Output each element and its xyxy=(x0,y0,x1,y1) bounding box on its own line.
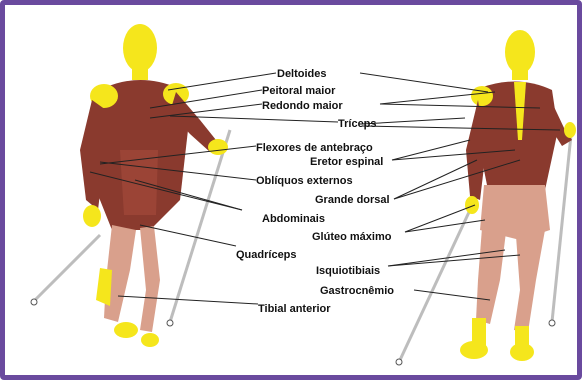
front-right-leg xyxy=(140,226,160,332)
back-left-leg xyxy=(476,228,506,324)
label-gastrocnemio: Gastrocnêmio xyxy=(320,285,394,297)
label-flexores-de-antebraco: Flexores de antebraço xyxy=(256,142,373,154)
label-quadriceps: Quadríceps xyxy=(236,249,297,261)
back-ski-pole-right xyxy=(552,125,572,322)
back-figure xyxy=(396,30,576,365)
front-head xyxy=(123,24,157,72)
back-right-leg xyxy=(514,230,545,332)
label-eretor-espinal: Eretor espinal xyxy=(310,156,383,168)
label-isquiotibiais: Isquiotibiais xyxy=(316,265,380,277)
label-tibial-anterior: Tibial anterior xyxy=(258,303,331,315)
label-deltoides: Deltoides xyxy=(277,68,327,80)
label-peitoral-maior: Peitoral maior xyxy=(262,85,336,97)
muscle-labels: Deltoides Peitoral maior Redondo maior T… xyxy=(236,68,394,315)
back-head xyxy=(505,30,535,74)
label-gluteo-maximo: Glúteo máximo xyxy=(312,231,392,243)
front-ski-pole-left xyxy=(35,235,100,300)
label-abdominais: Abdominais xyxy=(262,213,325,225)
label-triceps: Tríceps xyxy=(338,118,377,130)
back-ski-pole-left xyxy=(400,210,470,360)
front-figure xyxy=(31,24,230,347)
label-obliquos-externos: Oblíquos externos xyxy=(256,175,353,187)
label-grande-dorsal: Grande dorsal xyxy=(315,194,390,206)
label-redondo-maior: Redondo maior xyxy=(262,100,343,112)
